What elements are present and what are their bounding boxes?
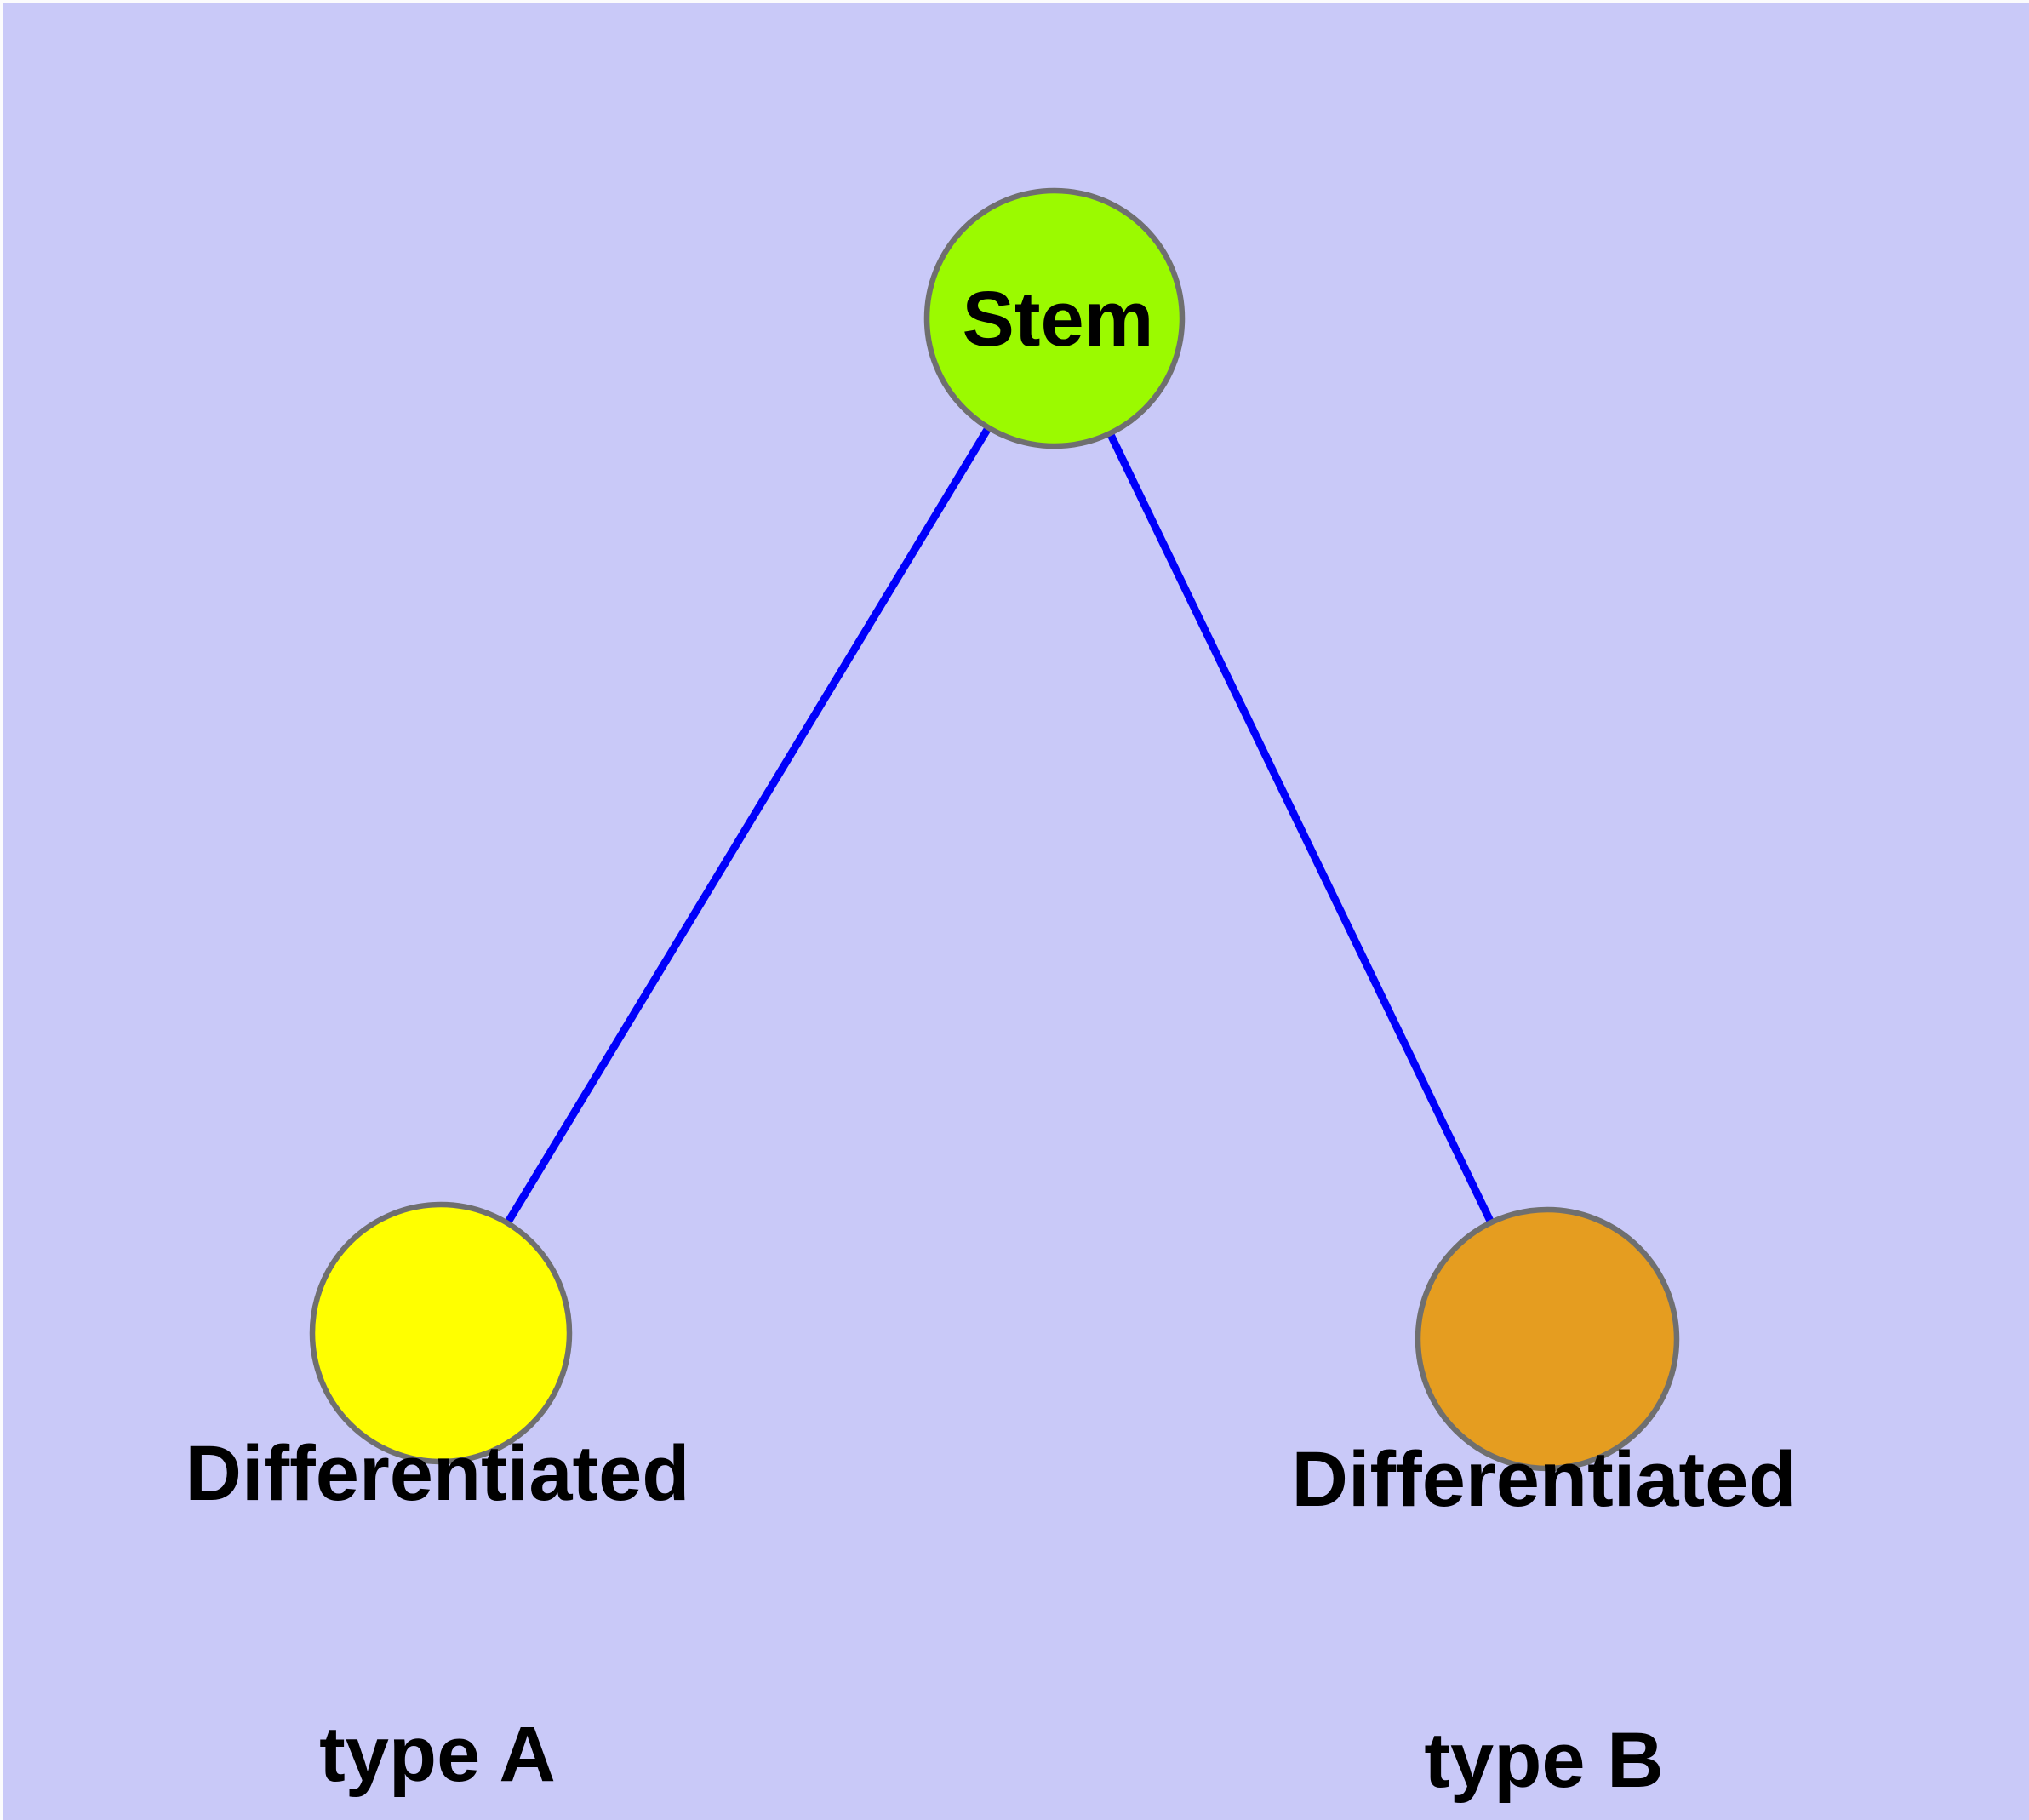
type-a-node	[309, 1201, 573, 1465]
type-b-node	[1415, 1206, 1680, 1472]
stem-node	[923, 187, 1186, 449]
edge-stem-to-type-a	[437, 316, 1058, 1336]
edge-stem-to-type-b	[1050, 317, 1552, 1341]
